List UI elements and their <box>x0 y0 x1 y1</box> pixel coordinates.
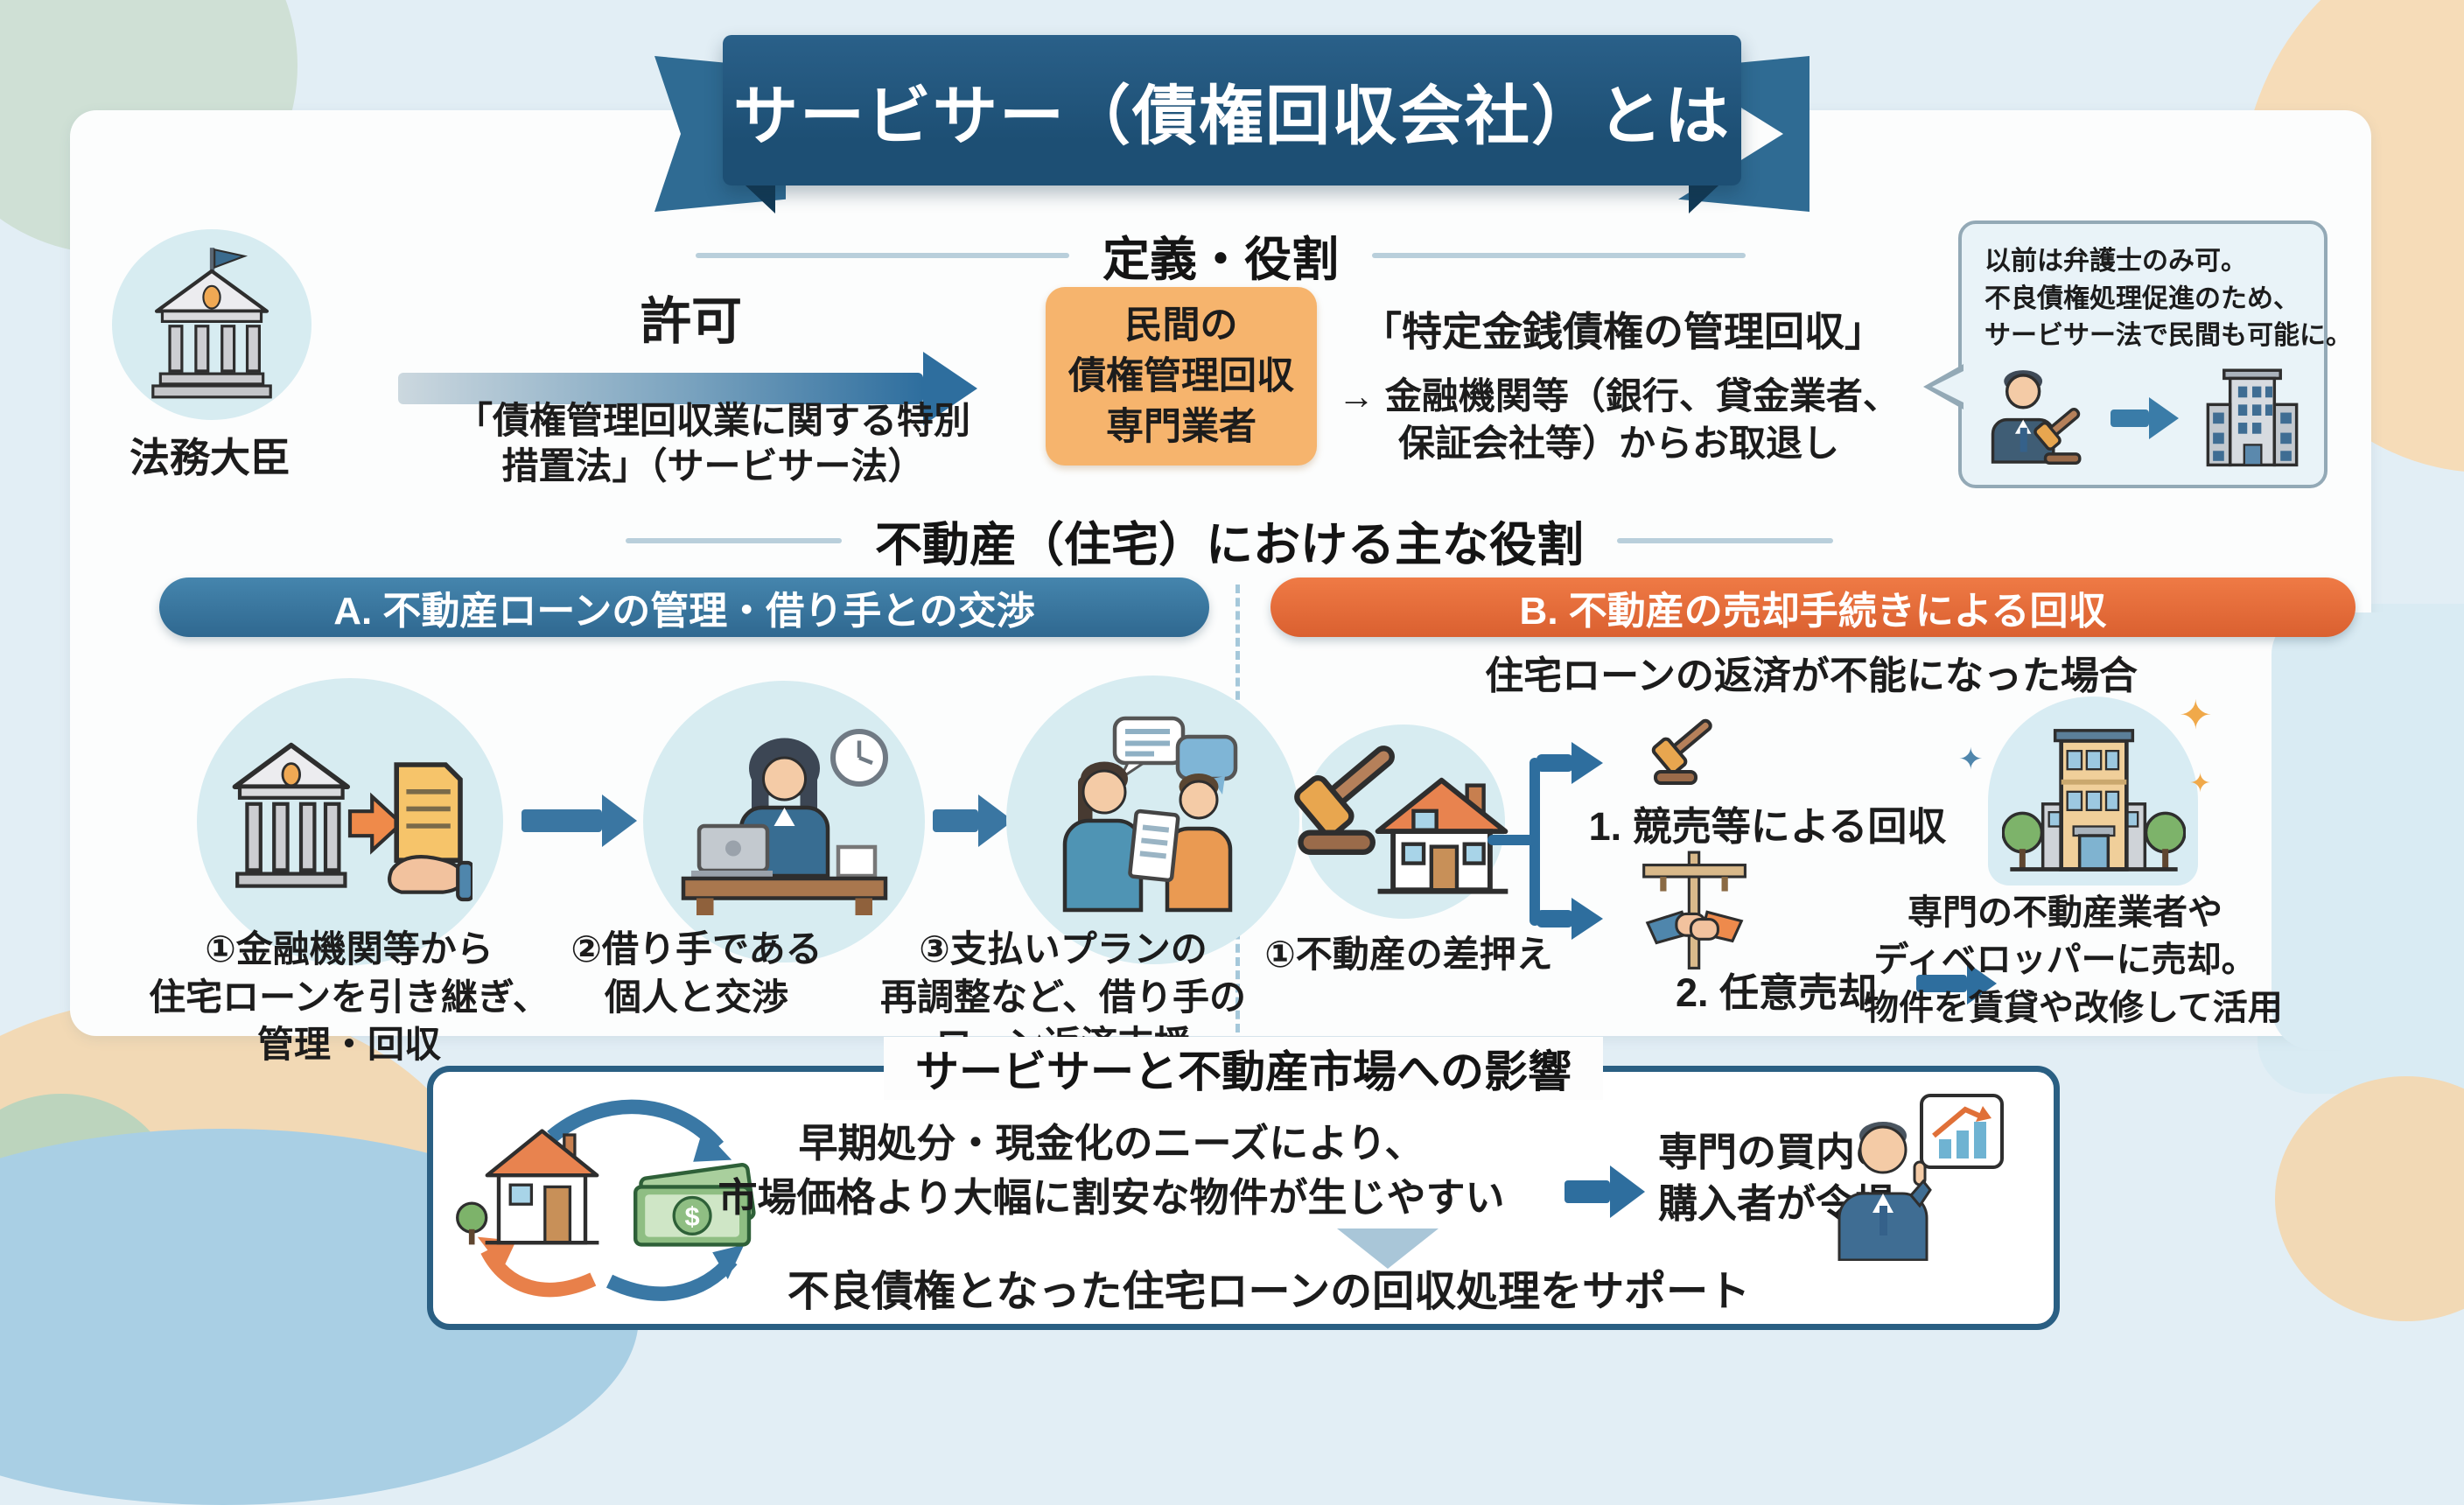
a-arrow-2 <box>933 794 1013 847</box>
seizure-house-icon <box>1365 763 1518 912</box>
a3-icon-circle <box>1006 676 1299 964</box>
government-building-icon <box>142 246 282 404</box>
a2-icon-circle <box>643 681 925 962</box>
roles-heading-row: 不動産（住宅）における主な役割 <box>626 506 1833 575</box>
b-sale-caption: 専門の不動産業者や ディベロッパーに売却。 物件を賃貸や改修して活用 <box>1864 893 2283 1027</box>
sparkle-orange-1: ✦ <box>2179 692 2213 738</box>
impact-market-line1: 早期処分・現金化のニーズにより、 <box>798 1121 1424 1166</box>
permission-label: 許可 <box>640 293 742 350</box>
a1-caption: ①金融機関等から 住宅ローンを引き継ぎ、 管理・回収 <box>149 928 550 1066</box>
b-condition: 住宅ローンの返済が不能になった場合 <box>1485 654 2138 697</box>
bubble-line2: 不良債権処理促進のため、 <box>1984 284 2300 313</box>
bubble-tail-fill <box>1932 369 1967 404</box>
bubble-line3: サービサー法で民間も可能に。 <box>1984 321 2352 351</box>
a-arrow-1 <box>522 794 637 847</box>
b-sale-arrow <box>1916 962 1997 1004</box>
minister-label: 法務大臣 <box>130 435 290 480</box>
branch-top-arrowhead <box>1572 742 1603 784</box>
history-bubble: 以前は弁護士のみ可。 不良債権処理促進のため、 サービサー法で民間も可能に。 <box>1923 220 2352 488</box>
section-a-header: A. 不動産ローンの管理・借り手との交渉 <box>159 578 1209 637</box>
servicer-highlight-box: 民間の 債権管理回収 専門業者 <box>1046 287 1317 466</box>
definition-heading: 定義・役割 <box>1102 234 1339 286</box>
impact-arrow <box>1564 1166 1645 1218</box>
panel-right-blue-band <box>2272 612 2438 1050</box>
developer-building-icon <box>2001 718 2187 897</box>
servicer-box-line2: 債権管理回収 <box>1068 354 1294 397</box>
impact-down-triangle <box>1337 1228 1438 1269</box>
minister-icon-circle <box>112 229 312 420</box>
voluntary-sale-icon <box>1626 849 1761 989</box>
heading-line-left <box>696 252 1069 258</box>
claim-line2: 保証会社等）からお取退し <box>1397 423 1839 464</box>
borrower-negotiation-icon <box>1041 713 1264 928</box>
roles-line-left <box>626 537 842 543</box>
ribbon-fold-shadow-right <box>1689 186 1718 214</box>
heading-line-right <box>1372 252 1746 258</box>
roles-heading: 不動産（住宅）における主な役割 <box>875 519 1584 571</box>
bank-loan-transfer-icon <box>228 715 475 929</box>
claim-line1: → 金融機関等（銀行、貸金業者、 <box>1338 375 1900 416</box>
b-option1: 1. 競売等による回収 <box>1588 804 1947 849</box>
law-note-line2: 措置法」（サービサー法） <box>501 445 925 486</box>
sparkle-blue: ✦ <box>1958 743 1984 776</box>
branch-bottom-shaft <box>1536 910 1573 928</box>
sparkle-orange-2: ✦ <box>2189 769 2212 798</box>
page-title: サービサー（債権回収会社）とは <box>723 35 1741 186</box>
auction-gavel-icon <box>1638 696 1743 799</box>
permission-arrow <box>398 352 977 425</box>
branch-bottom-arrowhead <box>1572 898 1603 940</box>
impact-support-text: 不良債権となった住宅ローンの回収処理をサポート <box>787 1269 1751 1315</box>
negotiator-at-desk-icon <box>673 721 896 922</box>
office-building-icon <box>2202 362 2303 473</box>
seizure-gavel-icon <box>1276 705 1442 876</box>
ribbon-fold-shadow-left <box>746 186 775 214</box>
section-b-header: B. 不動産の売却手続きによる回収 <box>1270 578 2356 637</box>
branch-top-shaft <box>1536 754 1573 772</box>
b-option2: 2. 任意売却 <box>1675 970 1878 1015</box>
impact-heading: サービサーと不動産市場への影響 <box>884 1037 1603 1100</box>
lawyer-gavel-icon <box>1983 365 2088 471</box>
bg-blob-bottomright-peach <box>2275 1076 2464 1321</box>
law-note-line1: 「債権管理回収業に関する特別 <box>455 400 970 441</box>
definition-heading-row: 定義・役割 <box>696 220 1746 290</box>
bubble-arrow <box>2110 396 2179 439</box>
svg-text:$: $ <box>685 1200 700 1231</box>
impact-market-line2: 市場価格より大幅に割安な物件が生じやすい <box>718 1175 1505 1220</box>
house-money-cycle-icon: $ <box>451 1090 788 1309</box>
buyer-businessman-icon <box>1834 1090 2009 1265</box>
roles-line-right <box>1617 537 1833 543</box>
bubble-line1: 以前は弁護士のみ可。 <box>1984 247 2247 276</box>
servicer-box-line3: 専門業者 <box>1106 406 1256 449</box>
branch-stub <box>1488 835 1538 845</box>
branch-vertical <box>1530 758 1540 926</box>
claim-title: 「特定金銭債権の管理回収」 <box>1362 309 1885 354</box>
a1-icon-circle <box>197 678 503 965</box>
b-seizure-caption: ①不動産の差押え <box>1264 934 1553 975</box>
a2-caption: ②借り手である 個人と交渉 <box>570 928 822 1018</box>
servicer-box-line1: 民間の <box>1124 304 1238 346</box>
